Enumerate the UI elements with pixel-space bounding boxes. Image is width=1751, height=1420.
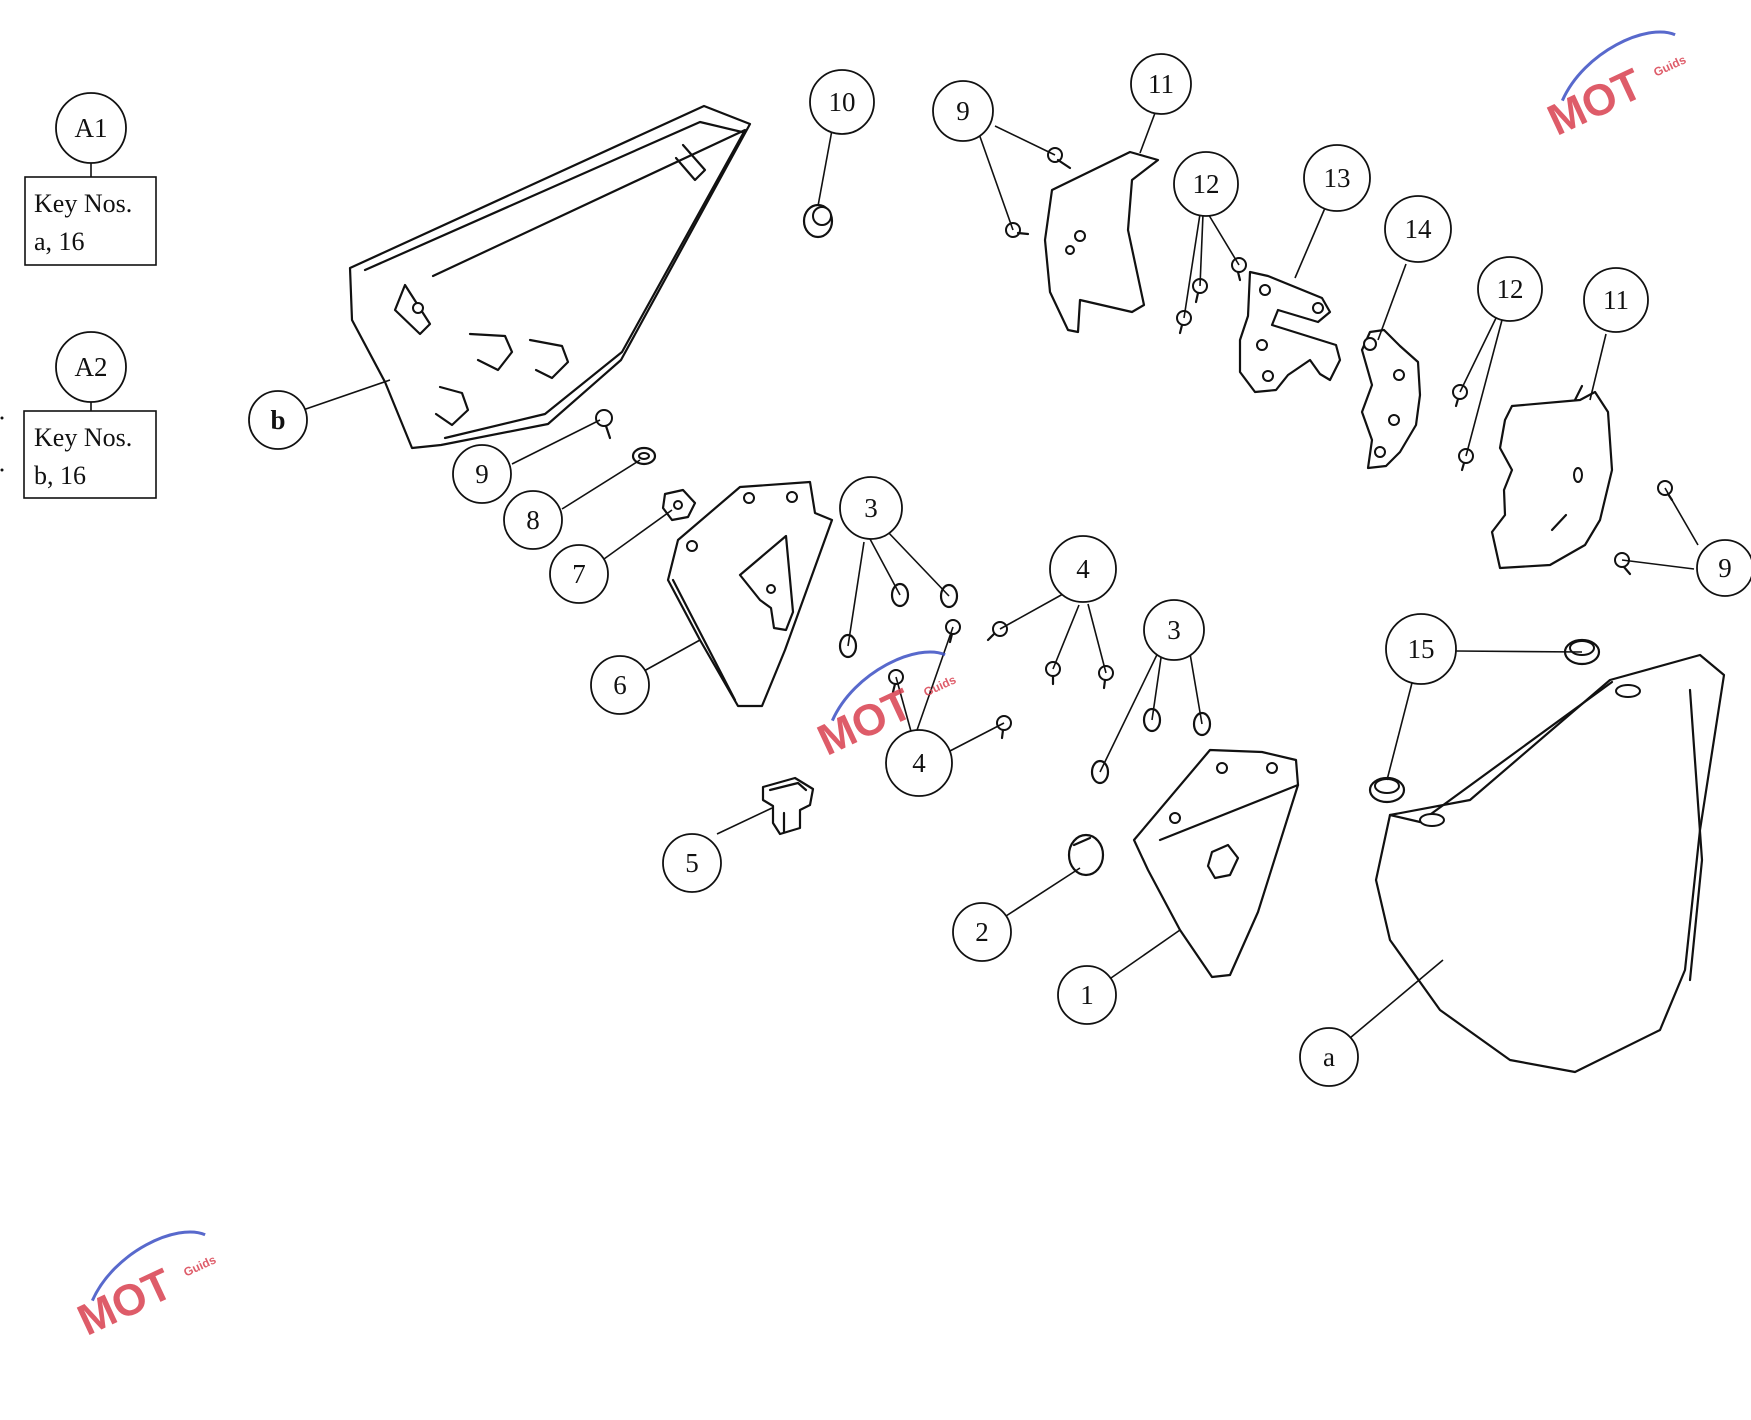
svg-text:a: a — [1323, 1042, 1335, 1072]
callout-3: 3 — [1143, 599, 1205, 661]
svg-text:9: 9 — [475, 459, 489, 489]
svg-text:Guids: Guids — [1651, 52, 1688, 79]
callout-1: 1 — [1057, 965, 1117, 1025]
part-11-lower-shroud — [1490, 384, 1614, 570]
callout-6: 6 — [590, 655, 650, 715]
part-10-grommet — [802, 203, 834, 239]
svg-text:7: 7 — [572, 559, 586, 589]
variant-a1-group: A1 Key Nos. a, 16 — [24, 92, 157, 266]
watermark-logo: MOT Guids — [70, 1230, 218, 1346]
bolt-4 — [1045, 661, 1061, 686]
callout-3: 3 — [839, 476, 903, 540]
callout-9: 9 — [932, 80, 994, 142]
svg-text:b: b — [270, 405, 285, 435]
callout-9: 9 — [452, 444, 512, 504]
part-11-upper-shroud — [1043, 150, 1160, 334]
svg-text:6: 6 — [613, 670, 627, 700]
svg-text:15: 15 — [1408, 634, 1435, 664]
svg-text:A1: A1 — [75, 113, 108, 143]
part-1-lower-bracket — [1132, 748, 1300, 979]
callout-12: 12 — [1477, 256, 1543, 322]
bolt-4 — [996, 715, 1012, 740]
bolt-9 — [1614, 552, 1632, 576]
bolt-12 — [1231, 257, 1247, 282]
callout-b: b — [248, 390, 308, 450]
svg-text:Guids: Guids — [921, 672, 958, 699]
callout-13: 13 — [1303, 144, 1371, 212]
part-14-plate-bracket — [1360, 328, 1422, 470]
variant-a2-key-title: Key Nos. — [34, 423, 132, 452]
svg-text:2: 2 — [975, 917, 989, 947]
callout-14: 14 — [1384, 195, 1452, 263]
svg-text:MOT: MOT — [1540, 60, 1649, 146]
fasteners — [595, 147, 1674, 740]
bolt-9 — [595, 409, 613, 440]
part-a-side-panel — [1374, 653, 1726, 1074]
svg-text:A2: A2 — [75, 352, 108, 382]
part-6-bracket-plate — [666, 480, 834, 708]
callout-11: 11 — [1130, 53, 1192, 115]
variant-a1-badge: A1 — [55, 92, 127, 164]
variant-a2-key-items: b, 16 — [34, 461, 86, 490]
part-b-side-cover — [348, 104, 752, 450]
svg-text:13: 13 — [1324, 163, 1351, 193]
svg-text:8: 8 — [526, 505, 540, 535]
callout-8: 8 — [503, 490, 563, 550]
bolt-4 — [986, 621, 1008, 642]
callout-4: 4 — [1049, 535, 1117, 603]
variant-a1-key-items: a, 16 — [34, 227, 85, 256]
variant-a1-key-box: Key Nos. a, 16 — [24, 176, 157, 266]
svg-text:Guids: Guids — [181, 1252, 218, 1279]
svg-text:12: 12 — [1193, 169, 1220, 199]
variant-a2-badge: A2 — [55, 331, 127, 403]
bolt-9 — [1005, 222, 1030, 238]
part-5-connector — [761, 776, 815, 836]
callout-11: 11 — [1583, 267, 1649, 333]
svg-text:11: 11 — [1148, 69, 1174, 99]
svg-text:4: 4 — [1076, 554, 1090, 584]
watermark-logo: MOT Guids — [1540, 30, 1688, 146]
variant-a2-group: A2 Key Nos. b, 16 — [0, 331, 157, 499]
part-2-cap — [1067, 833, 1105, 877]
callout-15: 15 — [1385, 613, 1457, 685]
part-15-grommets — [1368, 638, 1601, 804]
svg-text:5: 5 — [685, 848, 699, 878]
bolt-12 — [1452, 384, 1468, 408]
callout-a: a — [1299, 1027, 1359, 1087]
svg-text:11: 11 — [1603, 285, 1629, 315]
part-13-u-bracket — [1238, 270, 1342, 394]
bolt-4 — [1098, 665, 1114, 690]
bolt-9 — [1047, 147, 1072, 170]
svg-text:3: 3 — [1167, 615, 1181, 645]
svg-text:4: 4 — [912, 748, 926, 778]
callout-5: 5 — [662, 833, 722, 893]
svg-text:1: 1 — [1080, 980, 1094, 1010]
svg-text:9: 9 — [956, 96, 970, 126]
bolt-12 — [1458, 448, 1474, 472]
callout-7: 7 — [549, 544, 609, 604]
svg-text:MOT: MOT — [70, 1260, 179, 1346]
variant-a1-key-title: Key Nos. — [34, 189, 132, 218]
svg-text:9: 9 — [1718, 553, 1732, 583]
variant-a2-key-box: Key Nos. b, 16 — [23, 410, 157, 499]
callout-4: 4 — [885, 729, 953, 797]
callout-9: 9 — [1696, 539, 1751, 597]
svg-text:12: 12 — [1497, 274, 1524, 304]
part-7-clip-nut — [661, 488, 697, 522]
callout-10: 10 — [809, 69, 875, 135]
svg-text:10: 10 — [829, 87, 856, 117]
callout-12: 12 — [1173, 151, 1239, 217]
svg-text:3: 3 — [864, 493, 878, 523]
callout-2: 2 — [952, 902, 1012, 962]
svg-text:14: 14 — [1405, 214, 1433, 244]
